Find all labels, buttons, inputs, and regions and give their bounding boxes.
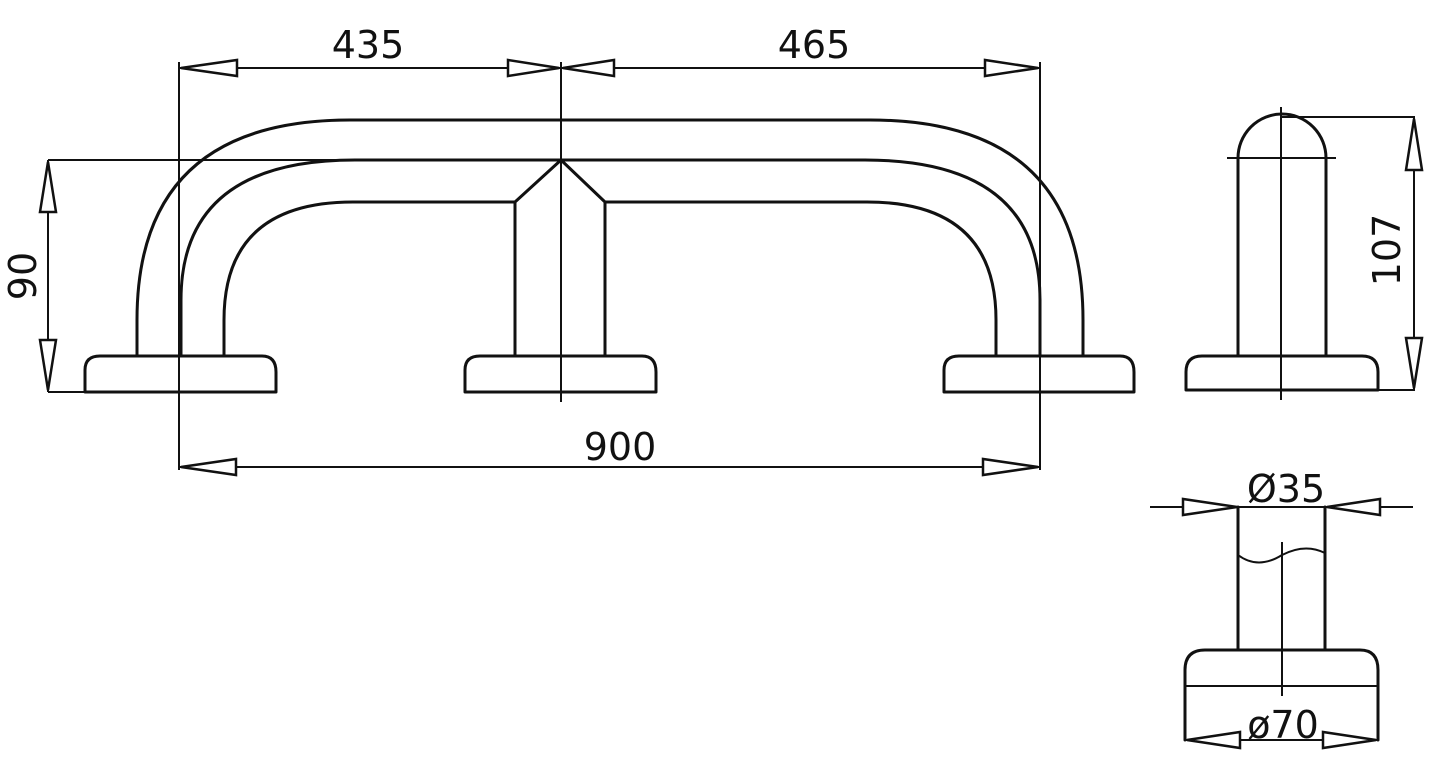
dim-height: 90 (1, 252, 45, 300)
front-view: 435 465 900 90 (1, 23, 1136, 477)
side-view: 107 (1184, 107, 1424, 400)
dim-base-diameter: ø70 (1247, 703, 1319, 747)
dim-side-height: 107 (1365, 214, 1409, 287)
dim-total-length: 900 (584, 425, 657, 469)
section-view: Ø35 ø70 (1150, 467, 1413, 750)
dim-right-span: 465 (778, 23, 851, 67)
dim-tube-diameter: Ø35 (1247, 467, 1325, 511)
dim-left-span: 435 (332, 23, 405, 67)
